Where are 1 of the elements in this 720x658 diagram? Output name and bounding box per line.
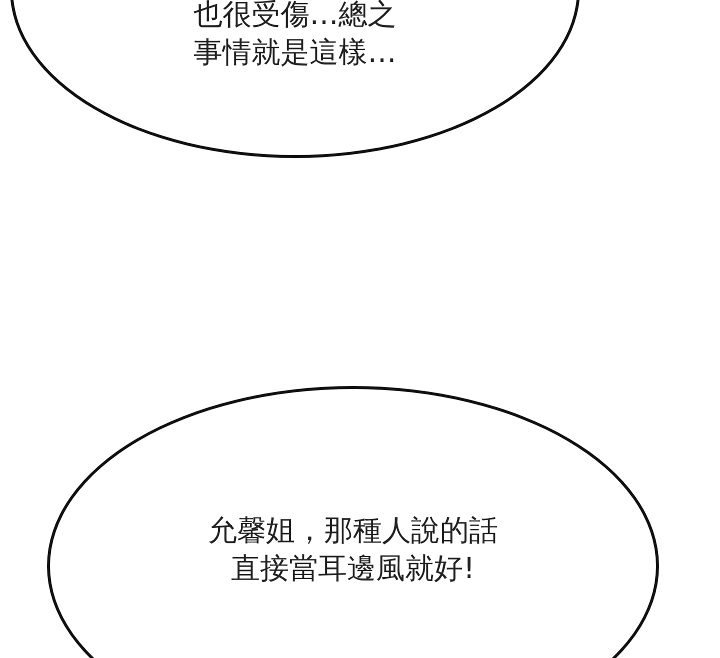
dialogue-text: 允馨姐，那種人說的話直接當耳邊風就好! bbox=[207, 512, 499, 587]
